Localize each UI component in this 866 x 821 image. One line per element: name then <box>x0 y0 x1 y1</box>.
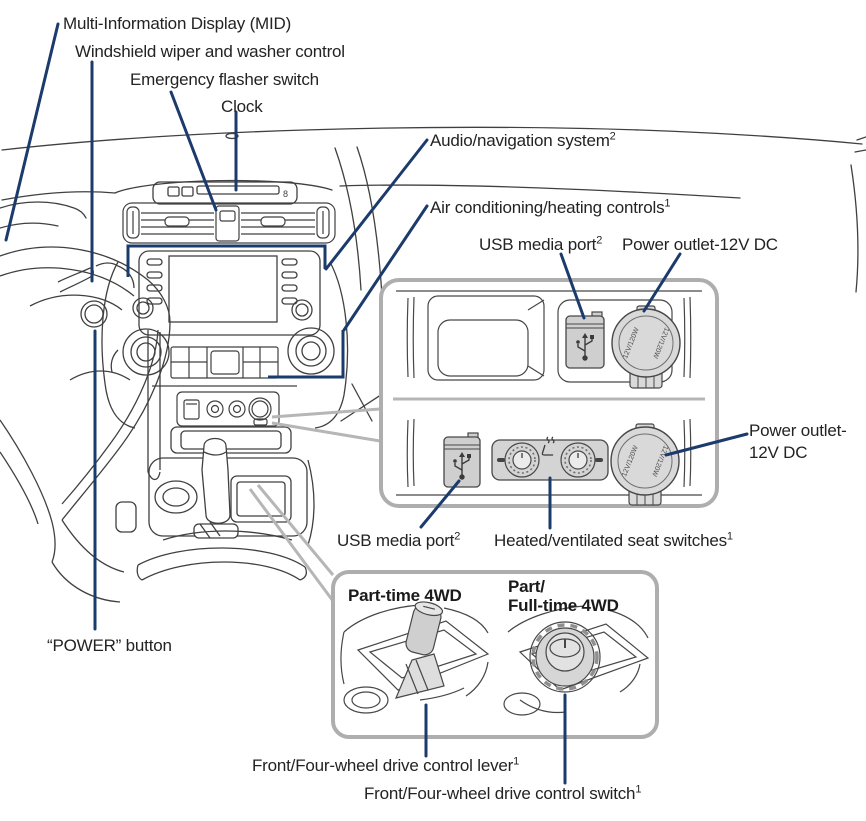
leader-lines <box>4 22 749 785</box>
hazard-switch-drawing <box>219 210 236 222</box>
fourwd-area-drawing <box>230 475 292 523</box>
usb-icon <box>576 333 594 361</box>
seat-heater-icon <box>541 436 555 456</box>
label-ac: Air conditioning/heating controls1 <box>430 197 671 217</box>
audio-callout-bracket <box>126 244 327 277</box>
power-outlet-drawing-bottom: 12V/120W 12V/120W <box>610 423 680 506</box>
leader-audio <box>324 138 429 271</box>
svg-text:8: 8 <box>283 189 288 199</box>
fourwd-inset <box>331 570 659 739</box>
label-seat: Heated/ventilated seat switches1 <box>494 530 734 550</box>
label-audio: Audio/navigation system2 <box>430 130 616 150</box>
magnifier-connectors <box>248 407 381 602</box>
label-lever: Front/Four-wheel drive control lever1 <box>252 755 520 775</box>
leader-flasher <box>169 90 218 212</box>
leader-mid <box>4 22 60 242</box>
leader-usb-top <box>559 252 586 320</box>
fourwd-dial-drawing <box>503 605 650 716</box>
label-clock: Clock <box>221 97 263 116</box>
ac-controls-drawing <box>152 346 297 387</box>
label-power-button: “POWER” button <box>47 636 172 655</box>
power-button-drawing <box>80 300 108 328</box>
heading-part-time-4wd: Part-time 4WD <box>348 586 462 605</box>
label-usb-bottom: USB media port2 <box>337 530 461 550</box>
label-outlet-right: Power outlet- 12V DC <box>749 421 847 462</box>
seat-switch-panel-drawing <box>491 436 609 481</box>
console-ports-inset: 12V/120W 12V/120W <box>379 278 719 508</box>
center-vents-drawing <box>122 202 336 244</box>
label-wiper: Windshield wiper and washer control <box>75 42 345 61</box>
leader-ac <box>342 204 429 332</box>
panel-end-cap <box>497 458 505 462</box>
usb-icon <box>453 452 471 480</box>
storage-tray-drawing <box>427 295 545 381</box>
clock-display-drawing: 8 <box>152 181 298 205</box>
callout-brackets <box>126 244 345 379</box>
label-outlet-top: Power outlet-12V DC <box>622 235 778 254</box>
usb-port-drawing-bottom <box>443 432 481 488</box>
usb-port-drawing-top <box>557 299 673 383</box>
label-mid: Multi-Information Display (MID) <box>63 14 292 33</box>
fourwd-lever-drawing <box>340 601 490 714</box>
dash-accessory-panel-drawing <box>176 391 280 427</box>
console-shifter-drawing <box>115 426 315 581</box>
ac-callout-bracket <box>268 330 345 379</box>
leader-outlet-top <box>642 252 682 313</box>
steering-wheel-drawing <box>0 246 171 603</box>
label-flasher: Emergency flasher switch <box>130 70 319 89</box>
label-usb-top: USB media port2 <box>479 234 603 254</box>
leader-outlet-right <box>664 432 749 457</box>
leader-usb-bottom <box>419 479 461 529</box>
heading-part-full-time-4wd: Part/ Full-time 4WD <box>508 577 619 615</box>
audio-screen-drawing <box>101 250 349 429</box>
label-switch: Front/Four-wheel drive control switch1 <box>364 783 642 803</box>
panel-end-cap <box>595 458 603 462</box>
